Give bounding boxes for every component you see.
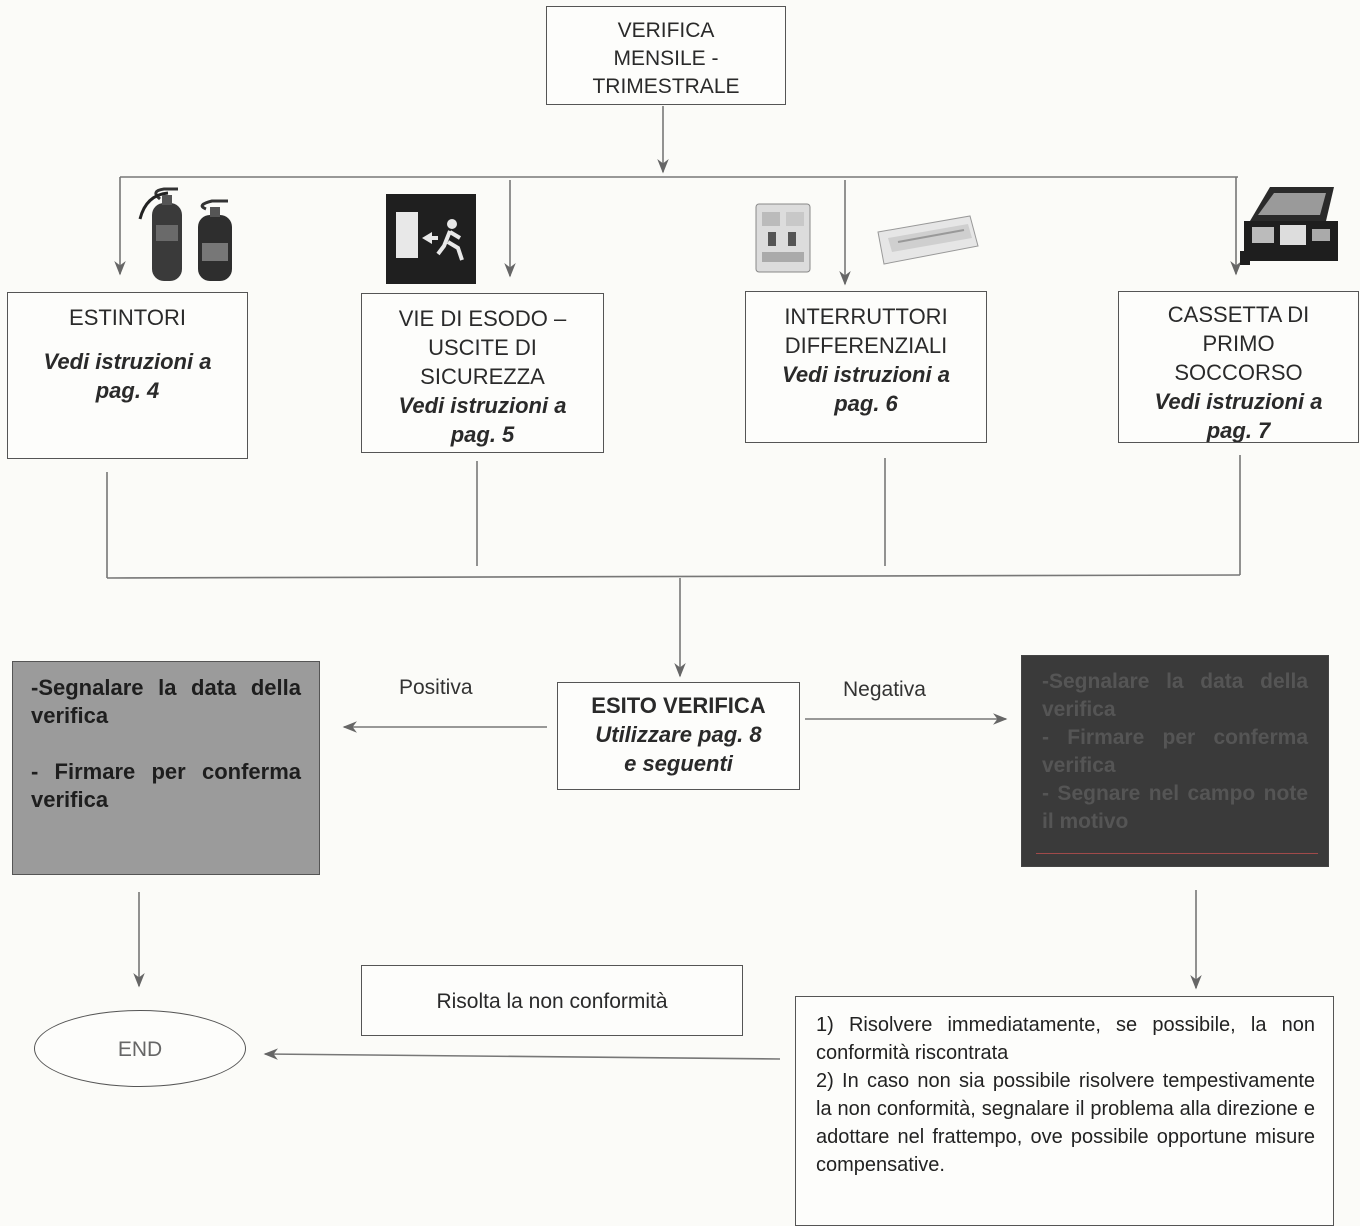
circuit-breaker-icon (755, 203, 811, 273)
fire-extinguisher-icon (138, 187, 232, 281)
monthly-check-line-1: VERIFICA (617, 19, 715, 42)
category-page: pag. 4 (95, 378, 160, 403)
category-title: ESTINTORI (69, 305, 186, 330)
category-title: CASSETTA DI (1167, 302, 1310, 327)
resolved-label: Risolta la non conformità (436, 990, 668, 1013)
category-page: pag. 5 (450, 422, 515, 447)
category-title: VIE DI ESODO – (398, 306, 567, 331)
category-title: SICUREZZA (420, 364, 545, 389)
category-title: PRIMO (1202, 331, 1275, 356)
arrow-note-to-end (263, 1048, 781, 1060)
outcome-title: ESITO VERIFICA (591, 693, 766, 718)
category-title: INTERRUTTORI (784, 304, 948, 329)
negative-actions-box: -Segnalare la data della verifica - Firm… (1021, 655, 1329, 867)
first-aid-kit-icon (1240, 187, 1338, 265)
category-title: SOCCORSO (1174, 360, 1303, 385)
bottom-bus-line (106, 574, 1241, 579)
category-page: pag. 6 (834, 391, 898, 416)
category-instructions: Vedi istruzioni a (398, 393, 567, 418)
red-underline (1036, 853, 1318, 854)
category-instructions: Vedi istruzioni a (1154, 389, 1323, 414)
category-title: USCITE DI (428, 335, 537, 360)
category-box-interruttori: INTERRUTTORI DIFFERENZIALI Vedi istruzio… (745, 291, 987, 443)
category-title: DIFFERENZIALI (784, 333, 948, 358)
resolution-note-box: 1) Risolvere immediatamente, se possibil… (795, 996, 1334, 1226)
resolution-step-2: 2) In caso non sia possibile risolvere t… (816, 1070, 1315, 1176)
category-box-cassetta: CASSETTA DI PRIMO SOCCORSO Vedi istruzio… (1118, 291, 1359, 443)
breaker-panel-icon (877, 215, 979, 265)
negative-step: - Segnare nel campo note il motivo (1042, 782, 1308, 833)
monthly-check-box: VERIFICA MENSILE - TRIMESTRALE (546, 6, 786, 105)
outcome-page: e seguenti (624, 751, 733, 776)
monthly-check-line-2: MENSILE - (613, 47, 719, 70)
negative-step: - Firmare per conferma verifica (1042, 726, 1308, 777)
positive-actions-box: -Segnalare la data della verifica - Firm… (12, 661, 320, 875)
outcome-box: ESITO VERIFICA Utilizzare pag. 8 e segue… (557, 682, 800, 790)
category-page: pag. 7 (1206, 418, 1271, 443)
category-instructions: Vedi istruzioni a (782, 362, 950, 387)
category-box-vie-esodo: VIE DI ESODO – USCITE DI SICUREZZA Vedi … (361, 293, 604, 453)
category-box-estintori: ESTINTORI Vedi istruzioni a pag. 4 (7, 292, 248, 459)
resolution-step-1: 1) Risolvere immediatamente, se possibil… (816, 1014, 1315, 1064)
positive-step: - Firmare per conferma verifica (31, 759, 301, 812)
positive-step: -Segnalare la data della verifica (31, 675, 301, 728)
negative-step: -Segnalare la data della verifica (1042, 670, 1308, 721)
negative-label: Negativa (843, 678, 926, 701)
positive-label: Positiva (399, 676, 473, 699)
end-terminal: END (34, 1010, 246, 1087)
end-label: END (117, 1038, 163, 1061)
outcome-instructions: Utilizzare pag. 8 (595, 722, 762, 747)
emergency-exit-sign-icon (386, 194, 476, 284)
resolved-box: Risolta la non conformità (361, 965, 743, 1036)
category-instructions: Vedi istruzioni a (43, 349, 212, 374)
monthly-check-line-3: TRIMESTRALE (592, 75, 740, 98)
